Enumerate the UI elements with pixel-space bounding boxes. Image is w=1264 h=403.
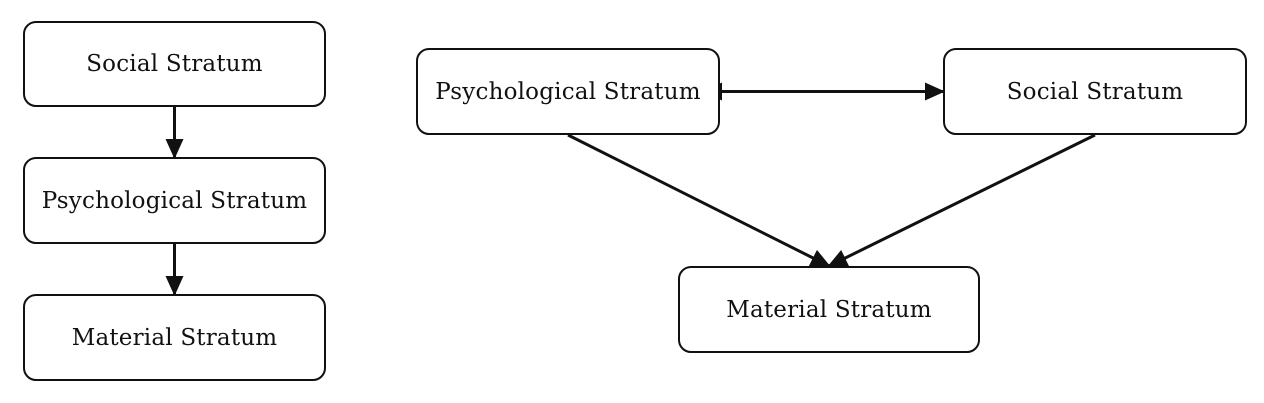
node-label: Material Stratum	[71, 324, 278, 351]
right-psychological-stratum-node: Psychological Stratum	[416, 48, 720, 135]
node-label: Material Stratum	[726, 296, 932, 323]
node-label: Social Stratum	[1006, 78, 1184, 105]
left-social-stratum-node: Social Stratum	[23, 21, 326, 107]
right-material-stratum-node: Material Stratum	[678, 266, 980, 353]
left-material-stratum-node: Material Stratum	[23, 294, 326, 381]
node-label: Psychological Stratum	[435, 78, 701, 105]
node-label: Psychological Stratum	[41, 187, 308, 214]
right-social-stratum-node: Social Stratum	[943, 48, 1247, 135]
arrow-psychological-to-material-right	[567, 133, 831, 268]
arrow-social-to-material-right	[827, 133, 1096, 268]
left-psychological-stratum-node: Psychological Stratum	[23, 157, 326, 244]
node-label: Social Stratum	[86, 51, 263, 77]
